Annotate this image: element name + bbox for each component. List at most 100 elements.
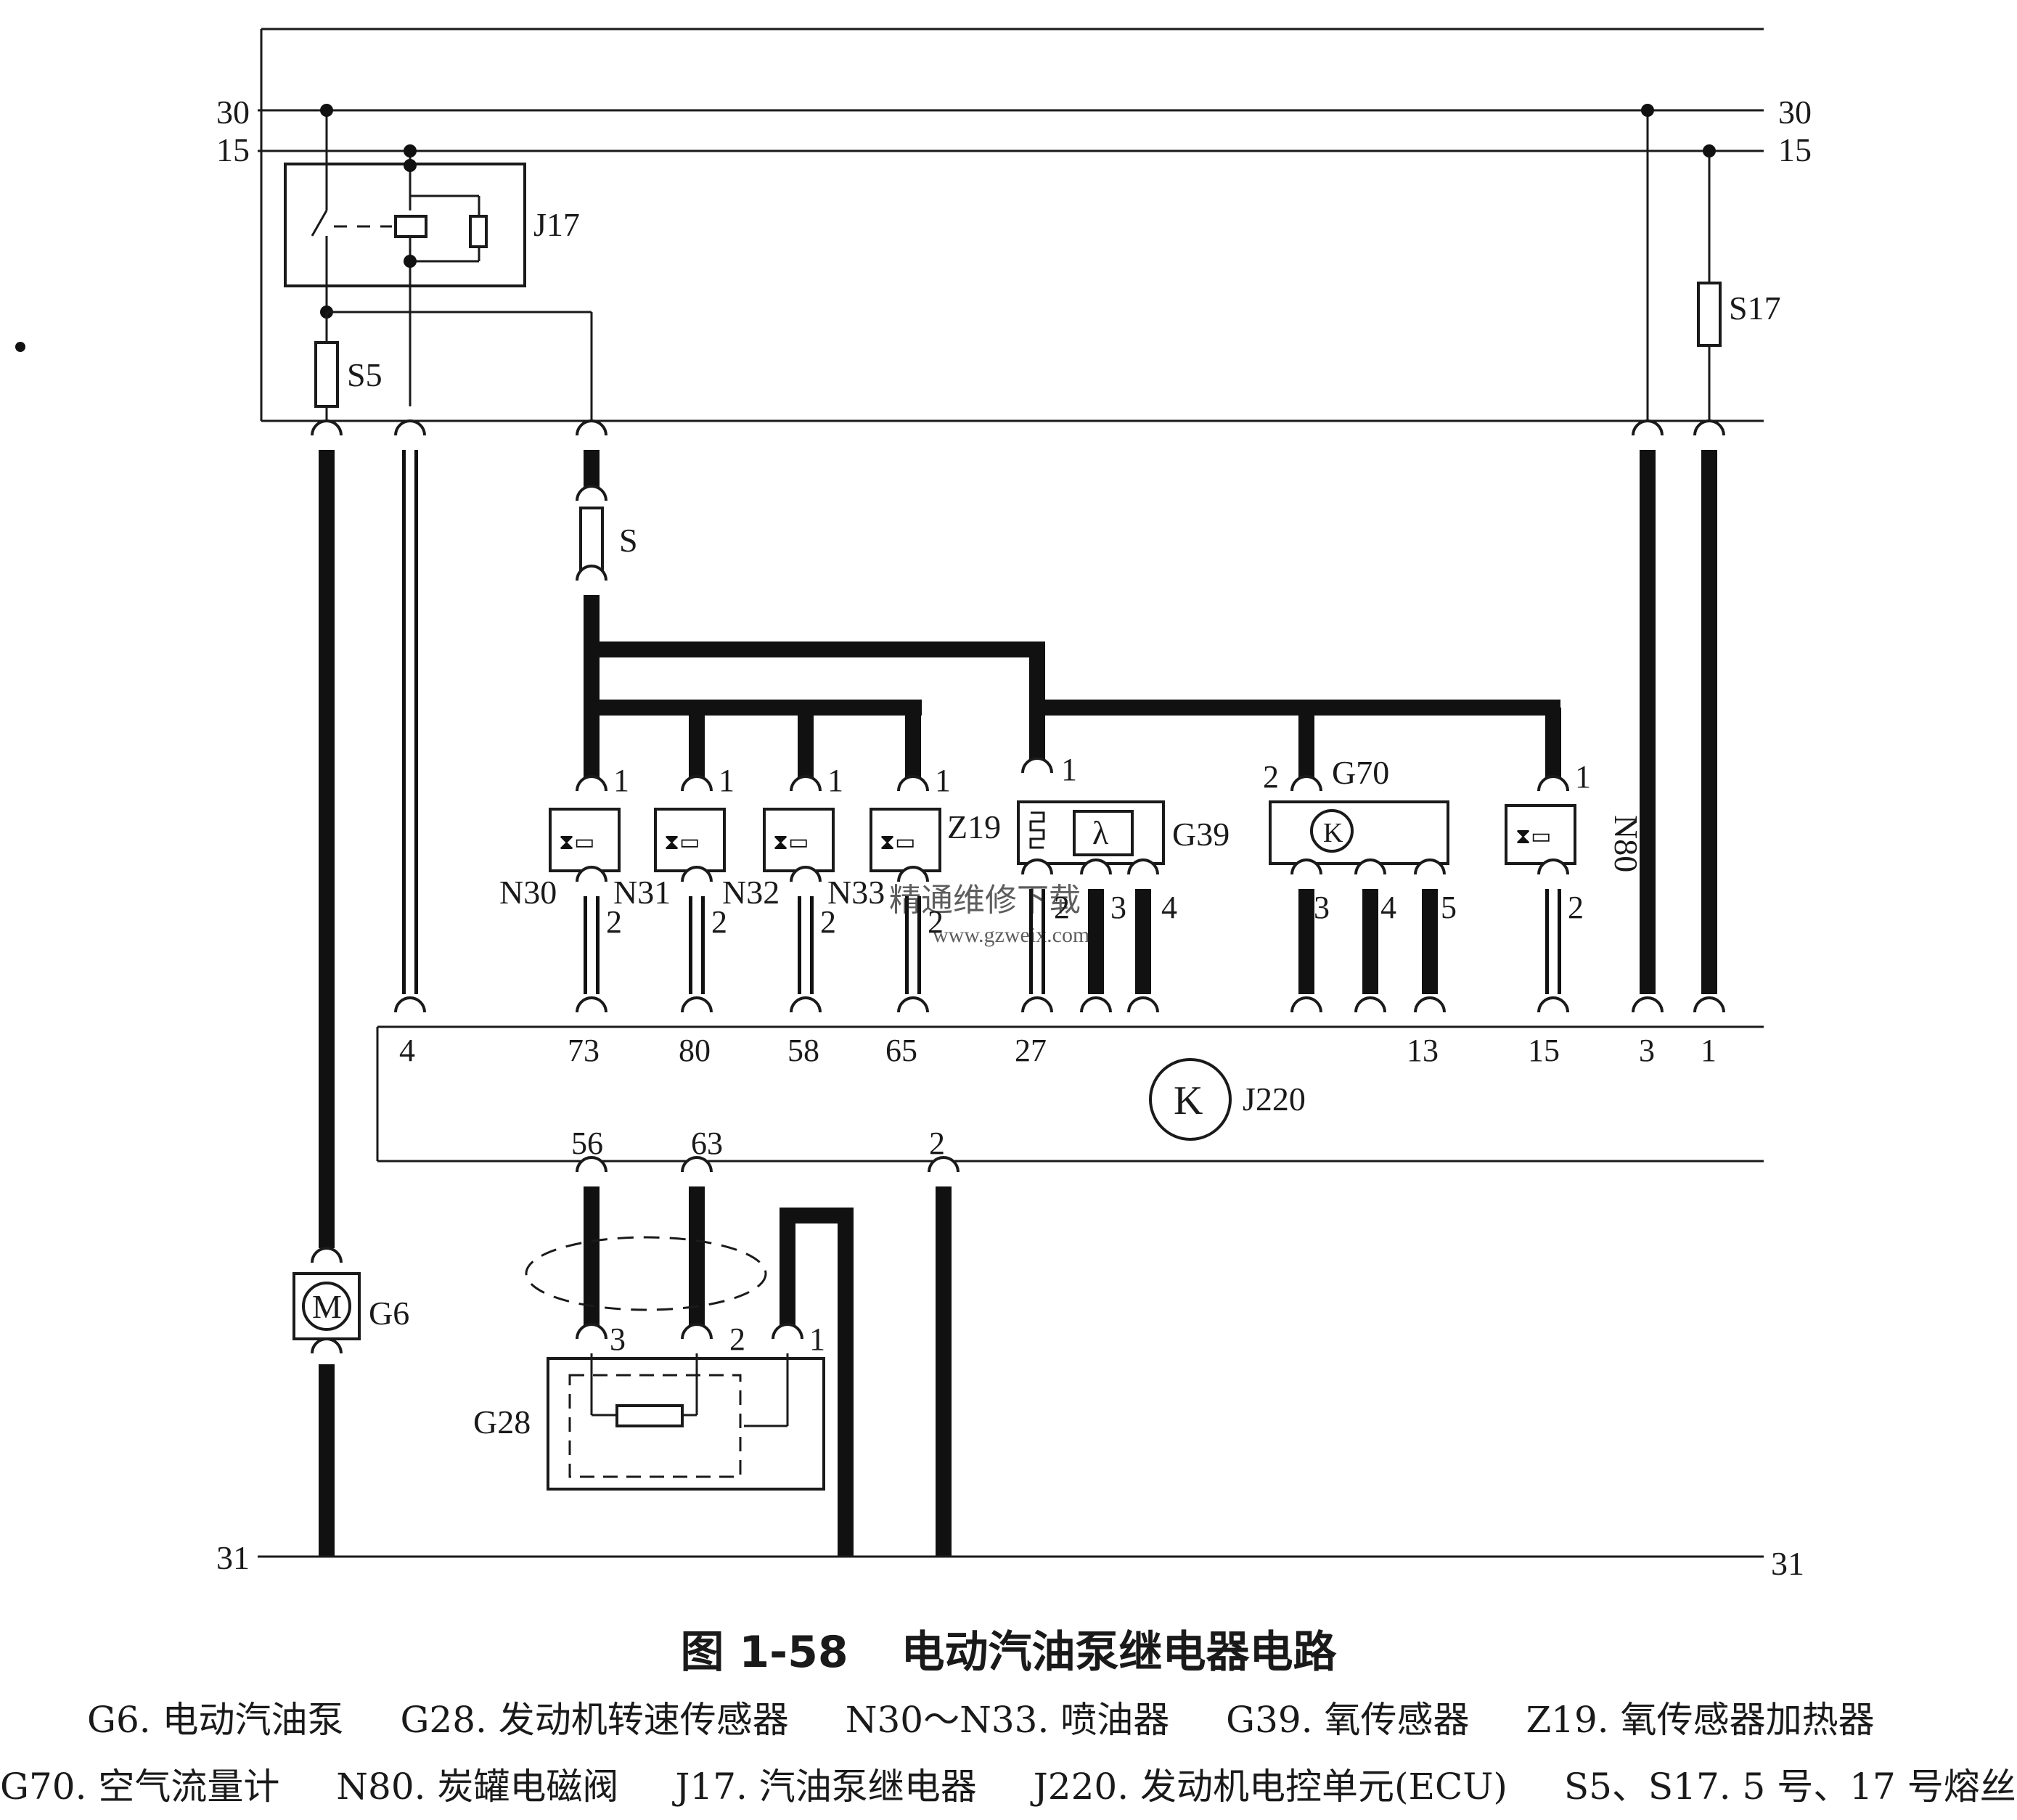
svg-text:1: 1 [827,763,843,798]
svg-text:3: 3 [1110,890,1126,925]
svg-text:2: 2 [1263,759,1279,795]
label-S5: S5 [347,356,382,393]
rail-31: 31 31 [216,1539,1804,1582]
svg-text:K: K [1323,818,1343,848]
svg-text:K: K [1174,1078,1203,1123]
canister-valve-N80: ⧗▭ 1 2 N80 [1505,759,1645,1013]
ecu-pin-top: 3 [1639,1033,1655,1068]
label-N31: N31 [613,874,671,911]
svg-text:1: 1 [935,763,951,798]
legend-item: J17. 汽油泵继电器 [675,1766,977,1808]
relay-J17: J17 [284,104,580,406]
wire-ecu-ground [928,1156,960,1557]
label-S: S [619,522,638,559]
label-S17: S17 [1729,290,1781,327]
label-N30: N30 [499,874,557,911]
svg-text:3: 3 [1314,890,1330,925]
legend-item: G28. 发动机转速传感器 [400,1699,789,1741]
ecu-pin-top: 4 [399,1033,415,1068]
svg-text:2: 2 [1568,890,1584,925]
ecu-pin-top: 58 [787,1033,819,1068]
legend-item: G6. 电动汽油泵 [87,1699,344,1741]
ecu-pin-bottom: 63 [691,1126,723,1161]
legend-item: J220. 发动机电控单元(ECU) [1033,1766,1507,1808]
legend-item: G70. 空气流量计 [0,1766,280,1808]
stray-dot [15,342,25,352]
ecu-pin-top: 15 [1528,1033,1560,1068]
injector-N33: ⧗▭ 1 2 N33 [827,763,951,1013]
svg-text:31: 31 [216,1539,250,1576]
svg-text:15: 15 [1778,131,1812,168]
svg-text:⧗▭: ⧗▭ [880,830,915,854]
legend-item: N30～N33. 喷油器 [845,1699,1170,1741]
legend-item: Z19. 氧传感器加热器 [1526,1699,1875,1741]
svg-text:www.gzweix.com: www.gzweix.com [933,923,1089,947]
wiring-diagram: 30 30 15 15 J17 S5 [15,28,1812,1582]
label-Z19: Z19 [947,808,1001,845]
ecu-pin-top: 80 [679,1033,711,1068]
svg-text:1: 1 [613,763,629,798]
label-J17: J17 [533,206,580,243]
svg-text:3: 3 [610,1321,626,1357]
svg-text:4: 4 [1161,890,1177,925]
air-flow-meter-G70: K 2 3 4 5 G70 [1263,754,1457,1013]
ecu-pin-top: 65 [885,1033,917,1068]
svg-text:精通维修下载: 精通维修下载 [889,882,1081,918]
ecu-J220: K J220 4 73 80 58 65 27 13 15 3 1 56 63 … [376,1025,1764,1163]
svg-text:30: 30 [216,94,250,131]
ecu-pin-top: 13 [1407,1033,1439,1068]
svg-text:λ: λ [1092,814,1109,851]
rail-30: 30 30 [216,94,1812,131]
label-N33: N33 [827,874,885,911]
injector-symbol: ⧗▭ [559,830,594,854]
ecu-pin-top: 27 [1015,1033,1047,1068]
label-G28: G28 [473,1403,531,1440]
speed-sensor-G28: 3 2 1 G28 [473,1156,854,1557]
legend-line-1: G6. 电动汽油泵 G28. 发动机转速传感器 N30～N33. 喷油器 G39… [87,1691,1920,1743]
svg-text:1: 1 [719,763,735,798]
svg-text:2: 2 [820,904,836,940]
svg-text:2: 2 [928,904,944,940]
label-J220: J220 [1243,1081,1306,1118]
svg-text:2: 2 [711,904,727,940]
svg-text:⧗▭: ⧗▭ [773,830,809,854]
fuse-S17: S17 [1641,104,1781,435]
label-G6: G6 [369,1295,409,1332]
label-G70: G70 [1332,754,1389,791]
legend-item: G39. 氧传感器 [1226,1699,1470,1741]
svg-text:M: M [312,1288,342,1325]
legend-item: S5、S17. 5 号、17 号熔丝 [1563,1766,2016,1808]
oxygen-sensor-G39: λ 1 2 3 4 Z19 G39 [947,752,1230,1013]
svg-text:15: 15 [216,131,250,168]
injector-N31: ⧗▭ 1 2 N31 [613,763,735,1013]
svg-text:1: 1 [1575,759,1591,795]
label-N32: N32 [722,874,780,911]
watermark: 精通维修下载 www.gzweix.com [889,882,1089,947]
wire-ecu-pin4 [394,419,426,1013]
svg-text:2: 2 [606,904,622,940]
legend-item: N80. 炭罐电磁阀 [336,1766,619,1808]
wire-G6-supply: M G6 [292,419,409,1557]
ecu-pin-top: 1 [1701,1033,1717,1068]
injector-N32: ⧗▭ 1 2 N32 [722,763,843,1013]
label-N80: N80 [1608,815,1645,872]
svg-text:5: 5 [1441,890,1457,925]
figure-caption: 图 1-58 电动汽油泵继电器电路 [0,1617,2017,1680]
figure-title: 电动汽油泵继电器电路 [901,1627,1337,1678]
svg-text:31: 31 [1771,1545,1804,1582]
ecu-pin-bottom: 56 [571,1126,603,1161]
svg-text:30: 30 [1778,94,1812,131]
label-G39: G39 [1172,816,1230,853]
figure-number: 图 1-58 [680,1627,848,1678]
ecu-pin-bottom: 2 [929,1126,945,1161]
svg-text:1: 1 [1061,752,1077,787]
svg-text:4: 4 [1380,890,1396,925]
svg-text:2: 2 [1054,890,1070,925]
rail-15: 15 15 [216,131,1812,168]
fuse-S5: S5 [314,311,593,435]
svg-text:2: 2 [729,1321,745,1357]
fuse-S: S [576,419,1561,791]
injector-N30: ⧗▭ 1 2 N30 [499,763,629,1013]
wire-ecu-pin3-pin1 [1632,419,1725,1013]
svg-text:1: 1 [809,1321,825,1357]
